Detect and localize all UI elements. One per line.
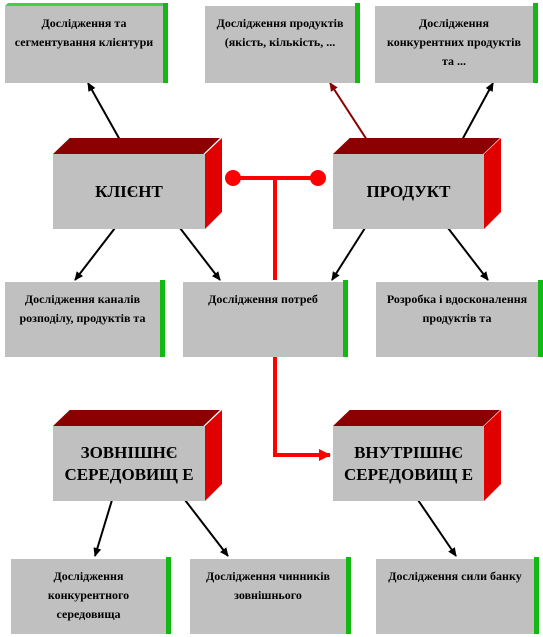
arrow-client-to-needs (179, 227, 221, 281)
arrow-external-to-factors (184, 499, 229, 557)
box-external-factors-label: Дослідження чинників зовнішнього (205, 569, 331, 602)
needs-to-internal-arrow (273, 356, 331, 461)
box-client-segmentation: Дослідження та сегментування клієнтури (5, 6, 163, 83)
arrow-internal-to-bank (417, 499, 457, 557)
block-internal-environment: ВНУТРІШНЄ СЕРЕДОВИЩ Е (333, 426, 484, 501)
box-development-label: Розробка і вдосконалення продуктів та (386, 292, 528, 325)
block-internal-environment-label: ВНУТРІШНЄ СЕРЕДОВИЩ Е (343, 442, 474, 484)
box-competitive-environment-label: Дослідження конкурентного середовища (47, 569, 130, 621)
box-channels-label: Дослідження каналів розподілу, продуктів… (19, 292, 146, 325)
arrow-product-to-quality (329, 82, 368, 141)
box-competitor-products-label: Дослідження конкурентних продуктів та ..… (387, 16, 521, 68)
box-competitive-environment: Дослідження конкурентного середовища (11, 559, 166, 634)
box-client-segmentation-label: Дослідження та сегментування клієнтури (14, 16, 154, 49)
block-product: ПРОДУКТ (333, 154, 484, 229)
client-product-connector (225, 170, 326, 280)
box-bank-strength: Дослідження сили банку (376, 559, 534, 634)
box-needs-label: Дослідження потреб (208, 292, 318, 306)
block-external-environment: ЗОВНІШНЄ СЕРЕДОВИЩ Е (53, 426, 205, 501)
box-development: Розробка і вдосконалення продуктів та (376, 282, 538, 357)
box-product-quality: Дослідження продуктів (якість, кількість… (205, 6, 355, 83)
arrow-client-to-channels (74, 227, 116, 281)
block-product-label: ПРОДУКТ (366, 181, 451, 201)
block-client: КЛІЄНТ (53, 154, 205, 229)
box-product-quality-label: Дослідження продуктів (якість, кількість… (216, 16, 344, 49)
box-channels: Дослідження каналів розподілу, продуктів… (5, 282, 160, 357)
arrow-product-to-development (447, 227, 489, 281)
arrow-external-to-competitive (93, 499, 113, 557)
box-external-factors: Дослідження чинників зовнішнього (190, 559, 346, 634)
box-bank-strength-label: Дослідження сили банку (388, 569, 522, 583)
arrow-product-to-needs (331, 227, 366, 281)
box-needs: Дослідження потреб (183, 282, 343, 357)
box-competitor-products: Дослідження конкурентних продуктів та ..… (375, 6, 533, 83)
arrow-product-to-competitors (461, 82, 494, 141)
block-client-label: КЛІЄНТ (95, 181, 163, 201)
arrow-client-to-segmentation (87, 82, 121, 141)
block-external-environment-label: ЗОВНІШНЄ СЕРЕДОВИЩ Е (64, 442, 194, 484)
